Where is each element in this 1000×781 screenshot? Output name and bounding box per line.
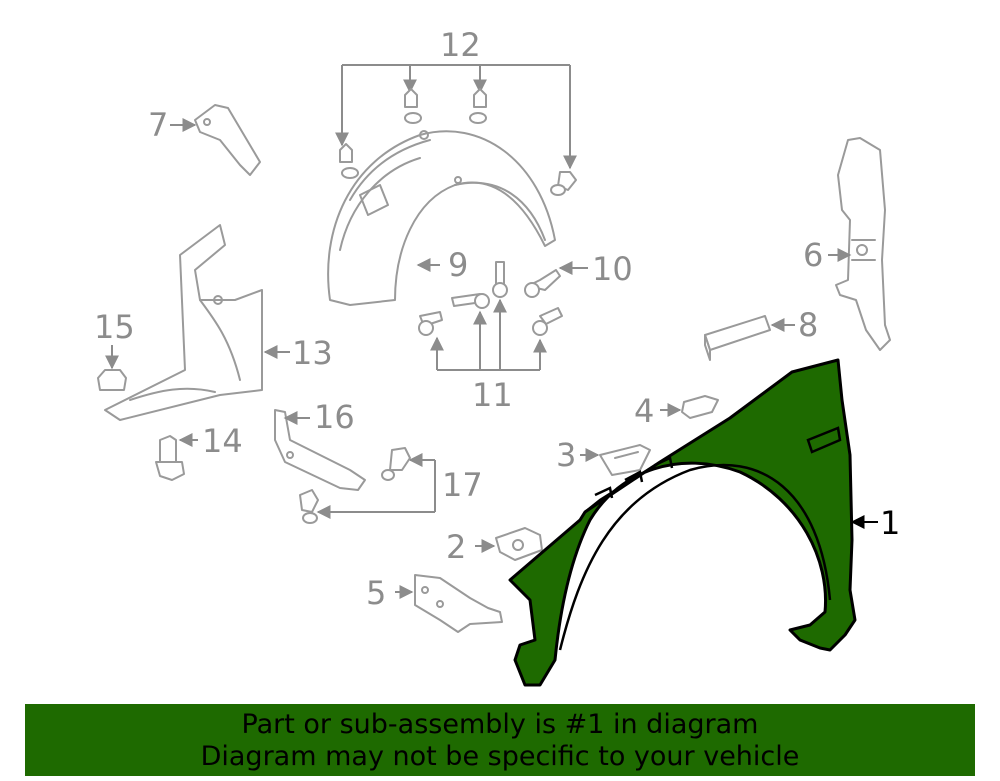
part-8-block [704,315,771,361]
callout-8: 8 [798,306,818,344]
callout-10: 10 [592,250,633,288]
part-12-clips [335,64,577,196]
callout-3: 3 [556,436,576,474]
callout-13: 13 [292,334,333,372]
callout-11: 11 [472,376,513,414]
part-4-pad [681,395,719,419]
callout-17: 17 [442,466,483,504]
callout-2: 2 [446,528,466,566]
callout-15: 15 [94,308,135,346]
part-9-fender-liner [327,130,556,306]
part-13-splash-shield [104,224,263,421]
part-1-fender [508,358,857,687]
callout-12: 12 [440,26,481,64]
part-7-bracket [194,104,261,176]
part-17-clips [299,447,436,524]
part-10-11-bolts [418,261,588,371]
callout-16: 16 [314,398,355,436]
part-15-clip [97,369,127,391]
callout-1: 1 [880,504,900,542]
callout-9: 9 [448,246,468,284]
part-5-bracket [414,574,503,633]
callout-5: 5 [366,574,386,612]
part-2-clip [495,527,543,561]
part-14-bolt [155,435,185,481]
part-16-strip [274,409,366,491]
callout-4: 4 [634,392,654,430]
part-3-pad [599,444,651,476]
part-6-bracket [835,137,891,351]
callout-6: 6 [803,236,823,274]
callout-7: 7 [148,106,168,144]
parts-diagram: 12 7 9 10 6 8 13 15 11 4 16 14 3 17 1 2 … [94,26,900,687]
info-banner: Part or sub-assembly is #1 in diagram Di… [25,704,975,776]
banner-line-2: Diagram may not be specific to your vehi… [200,741,800,772]
callout-14: 14 [202,422,243,460]
banner-line-1: Part or sub-assembly is #1 in diagram [241,709,759,740]
